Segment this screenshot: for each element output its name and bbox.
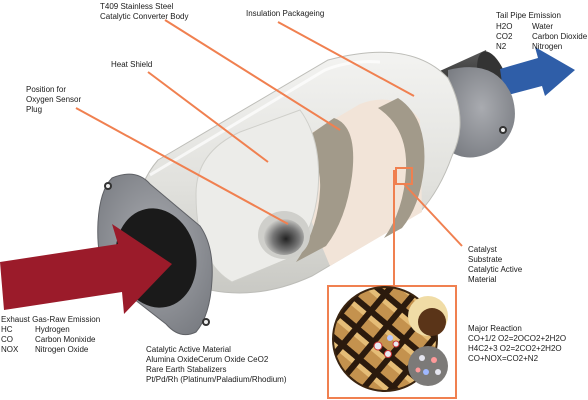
outlet-flange (448, 67, 515, 158)
oxygen-sensor-port (258, 211, 310, 259)
label-line: T409 Stainless Steel (100, 2, 174, 11)
emission-formula: NOX (1, 345, 19, 354)
label-line: Insulation Packageing (246, 9, 324, 18)
emission-formula: H2O (496, 22, 512, 31)
emission-formula: CO (1, 335, 13, 344)
pore-detail (408, 296, 448, 336)
label-line: Catalytic Active Material (146, 345, 231, 354)
emission-formula: N2 (496, 42, 507, 51)
magnified-inset (327, 285, 457, 399)
outflow-arrow (500, 47, 575, 96)
exhaust-title: Exhaust Gas-Raw Emission (1, 315, 100, 324)
label-exhaust-emission: Exhaust Gas-Raw Emission HC Hydrogen CO … (1, 315, 100, 354)
label-line: Catalytic Converter Body (100, 12, 188, 21)
substrate-rings (296, 98, 425, 262)
tailpipe-title: Tail Pipe Emission (496, 11, 561, 20)
label-oxygen-sensor: Position for Oxygen Sensor Plug (26, 85, 81, 114)
label-line: Rare Earth Stabalizers (146, 365, 226, 374)
emission-name: Nitrogen Oxide (35, 345, 89, 354)
label-line: Oxygen Sensor (26, 95, 81, 104)
label-line: CO+NOX=CO2+N2 (468, 354, 539, 363)
label-line: Heat Shield (111, 60, 152, 69)
label-converter-body: T409 Stainless Steel Catalytic Converter… (100, 2, 188, 21)
emission-name: Water (532, 22, 553, 31)
label-major-reaction: Major Reaction CO+1/2 O2=2OCO2+2H2O H4C2… (468, 324, 566, 363)
label-line: Material (468, 275, 497, 284)
label-line: H4C2+3 O2=2CO2+2H2O (468, 344, 562, 353)
label-line: Plug (26, 105, 42, 114)
emission-formula: CO2 (496, 32, 513, 41)
inflow-arrow (0, 224, 172, 314)
label-line: Major Reaction (468, 324, 522, 333)
label-line: Position for (26, 85, 66, 94)
emission-name: Hydrogen (35, 325, 70, 334)
label-active-material: Catalytic Active Material Alumina OxideC… (146, 345, 287, 384)
emission-name: Carbon Monixide (35, 335, 96, 344)
emission-name: Carbon Dioxide (532, 32, 588, 41)
label-line: Catalyst (468, 245, 498, 254)
label-line: Catalytic Active (468, 265, 523, 274)
washcoat-detail (408, 346, 448, 386)
emission-name: Nitrogen (532, 42, 562, 51)
label-tailpipe-emission: Tail Pipe Emission H2O Water CO2 Carbon … (496, 11, 588, 51)
label-line: Pt/Pd/Rh (Platinum/Paladium/Rhodium) (146, 375, 287, 384)
label-line: Substrate (468, 255, 503, 264)
emission-formula: HC (1, 325, 13, 334)
label-insulation: Insulation Packageing (246, 9, 324, 18)
label-heat-shield: Heat Shield (111, 60, 152, 69)
catalyst-particles (373, 335, 400, 358)
catalyst-sample-box (395, 167, 413, 185)
leader-lines (75, 19, 463, 287)
label-catalyst: Catalyst Substrate Catalytic Active Mate… (468, 245, 523, 284)
label-line: CO+1/2 O2=2OCO2+2H2O (468, 334, 566, 343)
label-line: Alumina OxideCerum Oxide CeO2 (146, 355, 269, 364)
